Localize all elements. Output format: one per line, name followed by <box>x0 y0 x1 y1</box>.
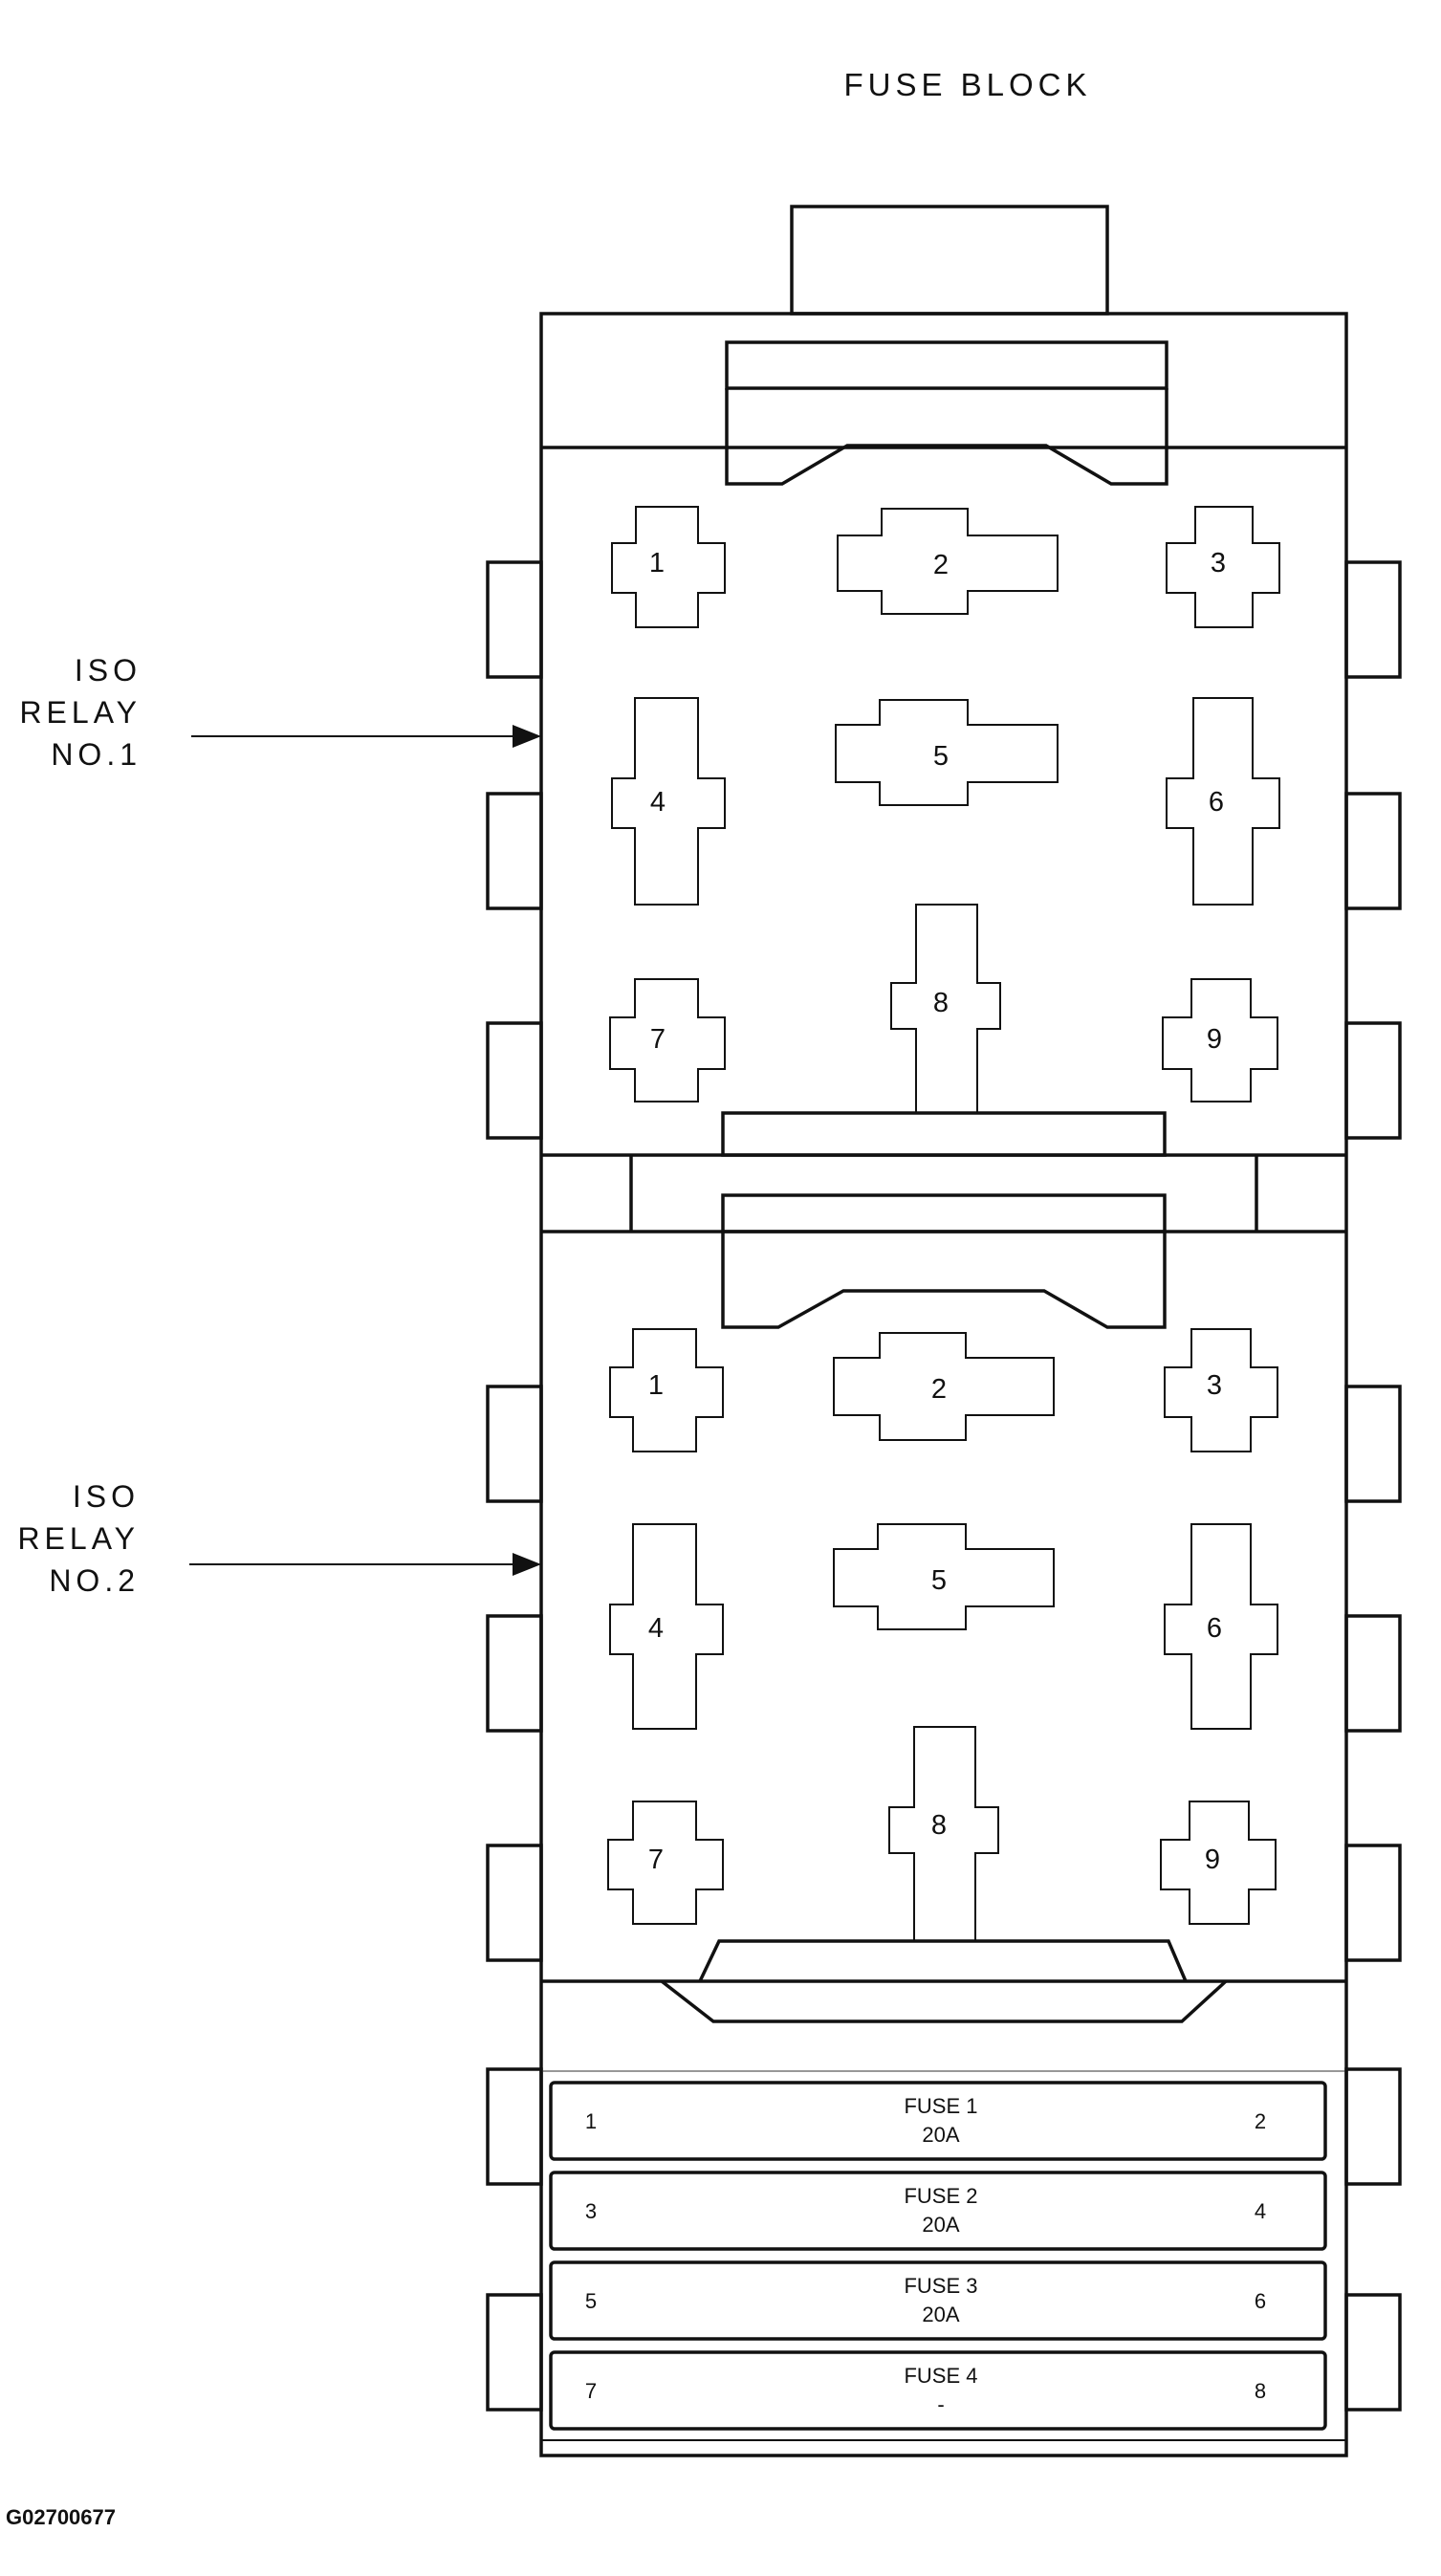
svg-text:1: 1 <box>649 548 665 579</box>
fuse-block-body <box>539 312 1348 2457</box>
relay-2-callout: ISO RELAY NO.2 <box>17 1479 541 1598</box>
svg-text:9: 9 <box>1207 1024 1222 1055</box>
relay-terminal: 2 <box>837 508 1059 615</box>
relay-terminal: 2 <box>833 1332 1055 1441</box>
fuse-row: 7 FUSE 4 - 8 <box>549 2350 1327 2431</box>
svg-text:5: 5 <box>585 2289 597 2313</box>
relay-terminal: 7 <box>609 978 726 1102</box>
svg-text:3: 3 <box>585 2199 597 2223</box>
relay-1-callout: ISO RELAY NO.1 <box>19 653 541 772</box>
svg-text:FUSE 4: FUSE 4 <box>904 2364 977 2388</box>
relay2-bottom-ramp <box>698 1939 1188 1982</box>
relay-terminal: 4 <box>611 697 726 906</box>
svg-text:8: 8 <box>1255 2379 1266 2403</box>
fuse-row: 5 FUSE 3 20A 6 <box>549 2260 1327 2341</box>
svg-text:4: 4 <box>1255 2199 1266 2223</box>
relay-terminal: 7 <box>607 1801 724 1925</box>
svg-text:20A: 20A <box>922 2213 959 2237</box>
relay-terminal: 3 <box>1166 506 1280 628</box>
relay-terminal: 8 <box>890 904 1001 1114</box>
svg-text:NO.1: NO.1 <box>51 737 142 772</box>
svg-text:5: 5 <box>931 1565 947 1596</box>
relay-terminal: 5 <box>833 1523 1055 1630</box>
top-latch-ramp <box>725 388 1168 486</box>
relay-terminal: 6 <box>1166 697 1280 906</box>
svg-text:8: 8 <box>933 988 949 1018</box>
side-tabs <box>486 560 1402 2412</box>
top-tab <box>790 205 1109 316</box>
svg-text:3: 3 <box>1211 548 1226 579</box>
svg-text:4: 4 <box>650 787 666 818</box>
top-latch <box>725 340 1168 390</box>
svg-text:3: 3 <box>1207 1370 1222 1401</box>
relay-terminal: 5 <box>835 699 1059 806</box>
svg-text:NO.2: NO.2 <box>49 1563 140 1598</box>
relay-terminal: 9 <box>1162 978 1278 1102</box>
relay-terminal: 3 <box>1164 1328 1278 1452</box>
fuse-row: 1 FUSE 1 20A 2 <box>549 2081 1327 2161</box>
svg-text:2: 2 <box>1255 2109 1266 2133</box>
svg-text:6: 6 <box>1207 1613 1222 1644</box>
svg-text:ISO: ISO <box>73 1479 140 1514</box>
relay1-bottom-latch <box>721 1111 1167 1157</box>
svg-text:9: 9 <box>1205 1845 1220 1875</box>
svg-text:-: - <box>937 2392 944 2416</box>
fuse-row: 3 FUSE 2 20A 4 <box>549 2171 1327 2251</box>
svg-text:FUSE 3: FUSE 3 <box>904 2274 977 2298</box>
relay-terminal: 1 <box>609 1328 724 1452</box>
svg-text:ISO: ISO <box>75 653 142 688</box>
svg-text:20A: 20A <box>922 2303 959 2326</box>
svg-text:6: 6 <box>1209 787 1224 818</box>
relay-terminal: 8 <box>888 1726 999 1942</box>
svg-text:RELAY: RELAY <box>17 1521 140 1556</box>
svg-text:20A: 20A <box>922 2123 959 2147</box>
svg-text:FUSE 1: FUSE 1 <box>904 2094 977 2118</box>
fuse-section-ramp <box>660 1979 1228 2023</box>
figure-id: G02700677 <box>6 2505 116 2529</box>
relay-terminal: 6 <box>1164 1523 1278 1730</box>
relay-terminal: 4 <box>609 1523 724 1730</box>
relay-terminal: 9 <box>1160 1801 1277 1925</box>
svg-text:7: 7 <box>648 1845 664 1875</box>
svg-text:1: 1 <box>585 2109 597 2133</box>
svg-text:RELAY: RELAY <box>19 695 142 730</box>
svg-text:5: 5 <box>933 741 949 772</box>
svg-text:4: 4 <box>648 1613 664 1644</box>
svg-text:FUSE 2: FUSE 2 <box>904 2184 977 2208</box>
svg-text:6: 6 <box>1255 2289 1266 2313</box>
arrow-right-icon <box>513 1553 541 1576</box>
svg-text:1: 1 <box>648 1370 664 1401</box>
svg-text:2: 2 <box>933 550 949 580</box>
diagram-title: FUSE BLOCK <box>843 67 1091 102</box>
svg-text:8: 8 <box>931 1810 947 1841</box>
svg-text:7: 7 <box>650 1024 666 1055</box>
relay2-latch-ramp <box>721 1232 1167 1329</box>
arrow-right-icon <box>513 725 541 748</box>
relay-2: 1 2 3 4 5 6 7 8 <box>607 1328 1278 1942</box>
relay-terminal: 1 <box>611 506 726 628</box>
relay2-top-latch <box>721 1193 1167 1233</box>
svg-text:2: 2 <box>931 1374 947 1405</box>
svg-text:7: 7 <box>585 2379 597 2403</box>
relay-1: 1 2 3 4 5 6 7 8 <box>609 506 1280 1114</box>
